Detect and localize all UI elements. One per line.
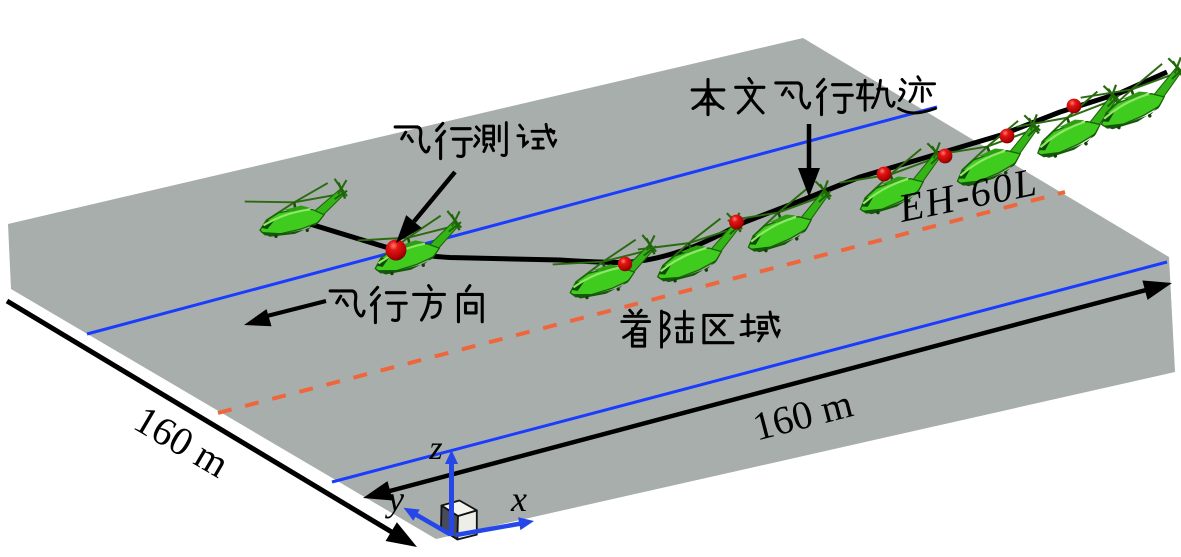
svg-text:z: z bbox=[428, 430, 442, 467]
svg-text:x: x bbox=[510, 479, 527, 519]
svg-text:y: y bbox=[385, 479, 404, 519]
